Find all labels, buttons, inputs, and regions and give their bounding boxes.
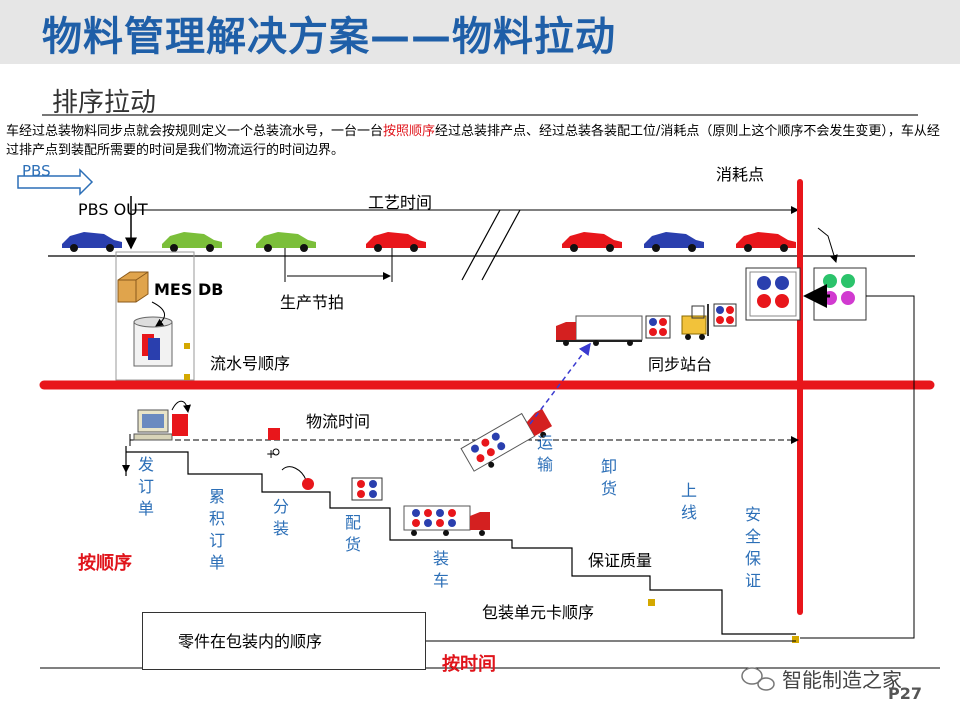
by-time-label: 按时间 xyxy=(442,654,496,675)
plus-sign: + xyxy=(266,447,276,461)
car-5 xyxy=(562,232,622,252)
step-send-order: 发订单 xyxy=(137,455,154,518)
page-title: 物料管理解决方案——物料拉动 xyxy=(42,14,616,60)
by-sequence-label: 按顺序 xyxy=(78,553,132,574)
loaded-truck-icon xyxy=(403,505,490,536)
transport-truck-icon xyxy=(460,408,553,472)
step-unloading: 卸货 xyxy=(600,457,617,498)
step-split-pack: 分装 xyxy=(272,497,289,538)
parts-in-package-label: 零件在包装内的顺序 xyxy=(178,632,323,651)
forklift-icon xyxy=(681,304,709,340)
packaging-card-sequence-label: 包装单元卡顺序 xyxy=(482,603,595,622)
sync-rack-icon-2 xyxy=(713,303,737,327)
return-loop xyxy=(800,295,915,639)
assure-quality-label: 保证质量 xyxy=(588,551,653,570)
sync-rack-icon xyxy=(645,315,671,339)
description-part2: 经过总装排产点、经过总装各装配工位/消耗点（原则上这个顺序不会发生变更），车从经… xyxy=(6,124,940,158)
pbs-label: PBS xyxy=(22,162,51,180)
description-part1: 车经过总装物料同步点就会按规则定义一个总装流水号，一台一台 xyxy=(6,124,384,139)
car-3 xyxy=(256,232,316,252)
car-1 xyxy=(62,232,122,252)
pbs-arrow xyxy=(17,168,94,196)
logistics-time-label: 物流时间 xyxy=(306,412,371,431)
process-staircase xyxy=(125,446,796,635)
consume-arrow xyxy=(817,227,838,263)
part-ball-icon xyxy=(302,478,314,490)
car-7 xyxy=(736,232,796,252)
description: 车经过总装物料同步点就会按规则定义一个总装流水号，一台一台按照顺序经过总装排产点… xyxy=(6,122,950,160)
kit-rack-icon xyxy=(351,477,383,501)
mes-db-cube-icon xyxy=(117,271,149,303)
step-accumulate-order: 累积订单 xyxy=(208,487,225,572)
mes-to-db-arrow xyxy=(151,301,165,327)
consumption-station xyxy=(745,267,867,321)
page-number: P27 xyxy=(888,684,922,703)
nut-icon xyxy=(272,448,280,456)
marker-2 xyxy=(184,374,190,380)
break-slash-2 xyxy=(481,209,521,281)
mes-db-frame xyxy=(115,251,195,381)
serial-sequence-label: 流水号顺序 xyxy=(210,354,291,373)
description-highlight: 按照顺序 xyxy=(383,124,436,139)
section-subtitle: 排序拉动 xyxy=(52,88,157,118)
transport-arrow xyxy=(529,342,591,425)
car-4 xyxy=(366,232,426,252)
break-slash-1 xyxy=(461,209,501,281)
car-6 xyxy=(644,232,704,252)
marker-1 xyxy=(184,343,190,349)
production-takt-label: 生产节拍 xyxy=(280,293,345,312)
split-curve xyxy=(281,466,307,481)
car-2 xyxy=(162,232,222,252)
step-kitting: 配货 xyxy=(344,513,361,554)
computer-icon xyxy=(133,409,188,441)
mes-db-label: MES DB xyxy=(154,280,224,299)
step-transport: 运输 xyxy=(536,433,553,474)
step-loading: 装车 xyxy=(432,549,449,590)
step-safety-stock: 安全保证 xyxy=(744,505,761,590)
marker-3 xyxy=(648,599,655,606)
wechat-icon xyxy=(741,667,775,691)
watermark-text: 智能制造之家 xyxy=(782,668,902,692)
sync-station-label: 同步站台 xyxy=(648,355,713,374)
pbs-out-label: PBS OUT xyxy=(78,200,148,219)
print-arrow xyxy=(171,400,191,413)
part-cube-icon xyxy=(268,428,280,440)
process-time-label: 工艺时间 xyxy=(368,193,433,212)
header-bar xyxy=(0,0,960,64)
consumption-point-label: 消耗点 xyxy=(716,165,765,184)
database-icon xyxy=(133,316,173,367)
parts-in-package-box xyxy=(142,612,426,670)
marker-4 xyxy=(792,636,799,643)
step-line-feeding: 上线 xyxy=(680,481,697,522)
truck-icon xyxy=(556,315,643,346)
subtitle-divider xyxy=(42,114,918,116)
